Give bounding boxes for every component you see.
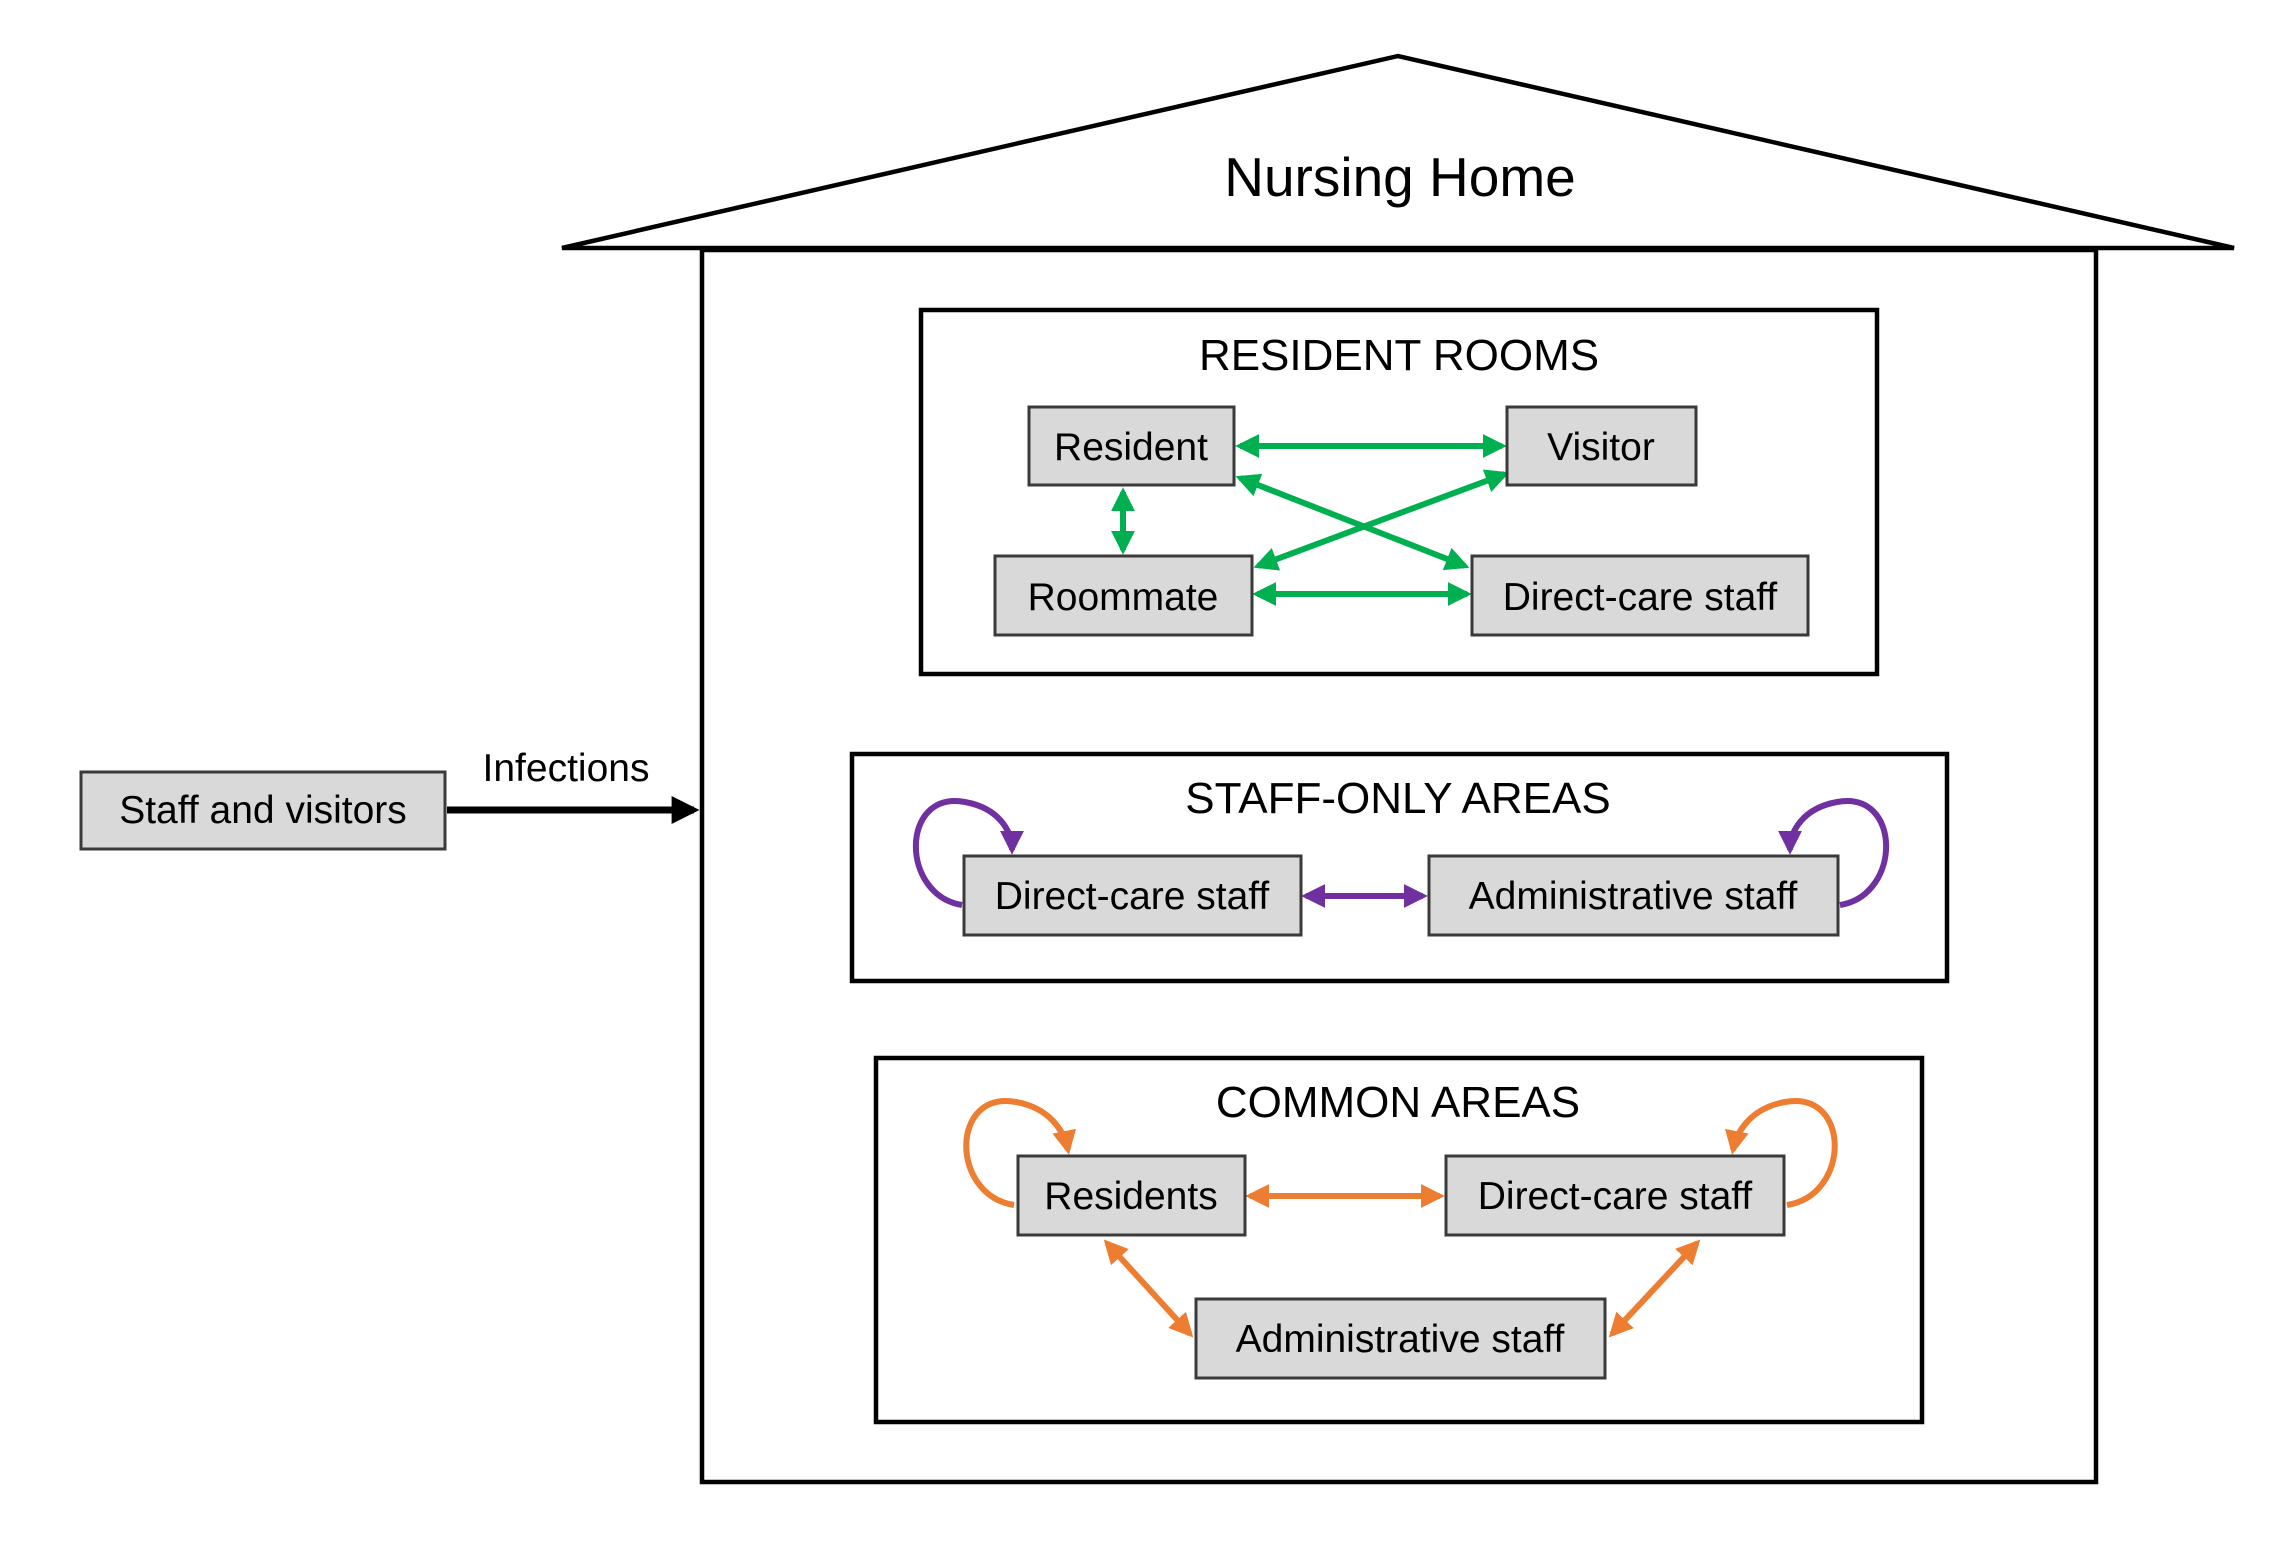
node-resident: Resident xyxy=(1027,405,1236,487)
node-label: Direct-care staff xyxy=(995,875,1270,918)
node-administrative-staff-staffonly: Administrative staff xyxy=(1427,854,1840,937)
node-label: Direct-care staff xyxy=(1478,1175,1753,1218)
self-loop-admin xyxy=(1778,798,1890,908)
self-loop-residents xyxy=(963,1098,1076,1208)
node-staff-and-visitors: Staff and visitors xyxy=(79,770,447,851)
node-label: Roommate xyxy=(1028,576,1219,619)
self-loop-directcare xyxy=(912,798,1024,908)
self-loop-directcare-common xyxy=(1725,1098,1838,1208)
node-label: Visitor xyxy=(1547,426,1655,469)
edge-residents-admin xyxy=(1103,1239,1194,1338)
node-label: Resident xyxy=(1054,426,1208,469)
edge-directcare-admin-common xyxy=(1608,1239,1701,1338)
node-residents: Residents xyxy=(1016,1154,1247,1237)
section-staff-only-areas: STAFF-ONLY AREAS Direct-care staff Admin… xyxy=(849,751,1950,984)
edge-visitor-roommate xyxy=(1253,469,1510,571)
section-title: COMMON AREAS xyxy=(1216,1078,1580,1127)
node-label: Staff and visitors xyxy=(119,789,407,832)
diagram-title: Nursing Home xyxy=(1224,146,1576,208)
section-resident-rooms: RESIDENT ROOMS Resident Visitor Roommate… xyxy=(918,307,1880,677)
node-label: Residents xyxy=(1044,1175,1217,1218)
section-common-areas: COMMON AREAS Residents Direct-care staff… xyxy=(873,1055,1925,1425)
node-direct-care-staff-common: Direct-care staff xyxy=(1444,1154,1786,1237)
node-visitor: Visitor xyxy=(1505,405,1698,487)
node-direct-care-staff-staffonly: Direct-care staff xyxy=(962,854,1303,937)
node-label: Administrative staff xyxy=(1236,1318,1565,1361)
node-roommate: Roommate xyxy=(993,554,1254,637)
infections-label: Infections xyxy=(483,747,650,790)
node-label: Direct-care staff xyxy=(1503,576,1778,619)
node-label: Administrative staff xyxy=(1469,875,1798,918)
node-administrative-staff-common: Administrative staff xyxy=(1194,1297,1607,1380)
section-title: STAFF-ONLY AREAS xyxy=(1185,774,1610,823)
node-direct-care-staff-rooms: Direct-care staff xyxy=(1470,554,1810,637)
section-title: RESIDENT ROOMS xyxy=(1199,331,1599,380)
